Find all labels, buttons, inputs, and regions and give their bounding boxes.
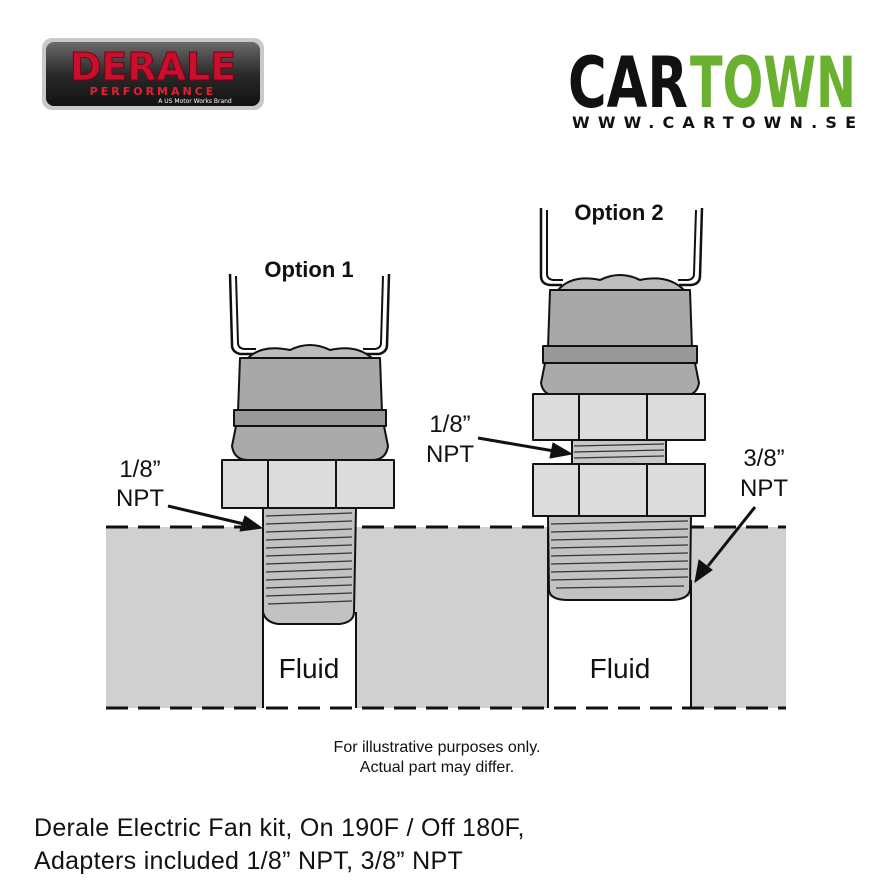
callout-arrows	[167, 436, 757, 584]
fluid-chamber-2	[548, 597, 691, 708]
derale-logo-sub: PERFORMANCE	[90, 85, 217, 98]
disclaimer-line1: For illustrative purposes only.	[334, 739, 541, 756]
fluid-chamber-1	[263, 612, 356, 708]
option1-thread-label-line2: NPT	[116, 485, 164, 512]
option2-switch	[532, 207, 706, 601]
option2-thread-label-line2: NPT	[740, 475, 788, 502]
option2-adapter-label-line1: 1/8”	[429, 411, 470, 438]
cartown-logo: CAR TOWN WWW.CARTOWN.SE	[568, 42, 856, 132]
arrow-option2-adapter	[477, 436, 555, 453]
option2-title: Option 2	[574, 200, 663, 225]
arrow-option2-thread	[706, 506, 757, 567]
cartown-logo-url: WWW.CARTOWN.SE	[572, 113, 856, 132]
derale-logo-tagline: A US Motor Works Brand	[158, 98, 232, 105]
arrow-option1-thread	[167, 504, 245, 526]
cartown-logo-car: CAR	[568, 42, 688, 124]
caption-line2: Adapters included 1/8” NPT, 3/8” NPT	[34, 847, 464, 875]
cartown-logo-town: TOWN	[690, 42, 856, 124]
option2-adapter-label-line2: NPT	[426, 441, 474, 468]
disclaimer-line2: Actual part may differ.	[360, 759, 514, 776]
derale-logo-name: DERALE	[70, 45, 236, 89]
derale-logo: DERALE PERFORMANCE A US Motor Works Bran…	[42, 38, 264, 110]
option2-thread-label-line1: 3/8”	[743, 445, 784, 472]
option1-switch	[221, 273, 395, 625]
fluid-label-2: Fluid	[590, 653, 651, 684]
option1-threads	[265, 512, 353, 605]
option1-title: Option 1	[264, 257, 353, 282]
fluid-label-1: Fluid	[279, 653, 340, 684]
option1-thread-label-line1: 1/8”	[119, 456, 160, 483]
caption-line1: Derale Electric Fan kit, On 190F / Off 1…	[34, 814, 525, 842]
option2-threads	[550, 443, 689, 589]
